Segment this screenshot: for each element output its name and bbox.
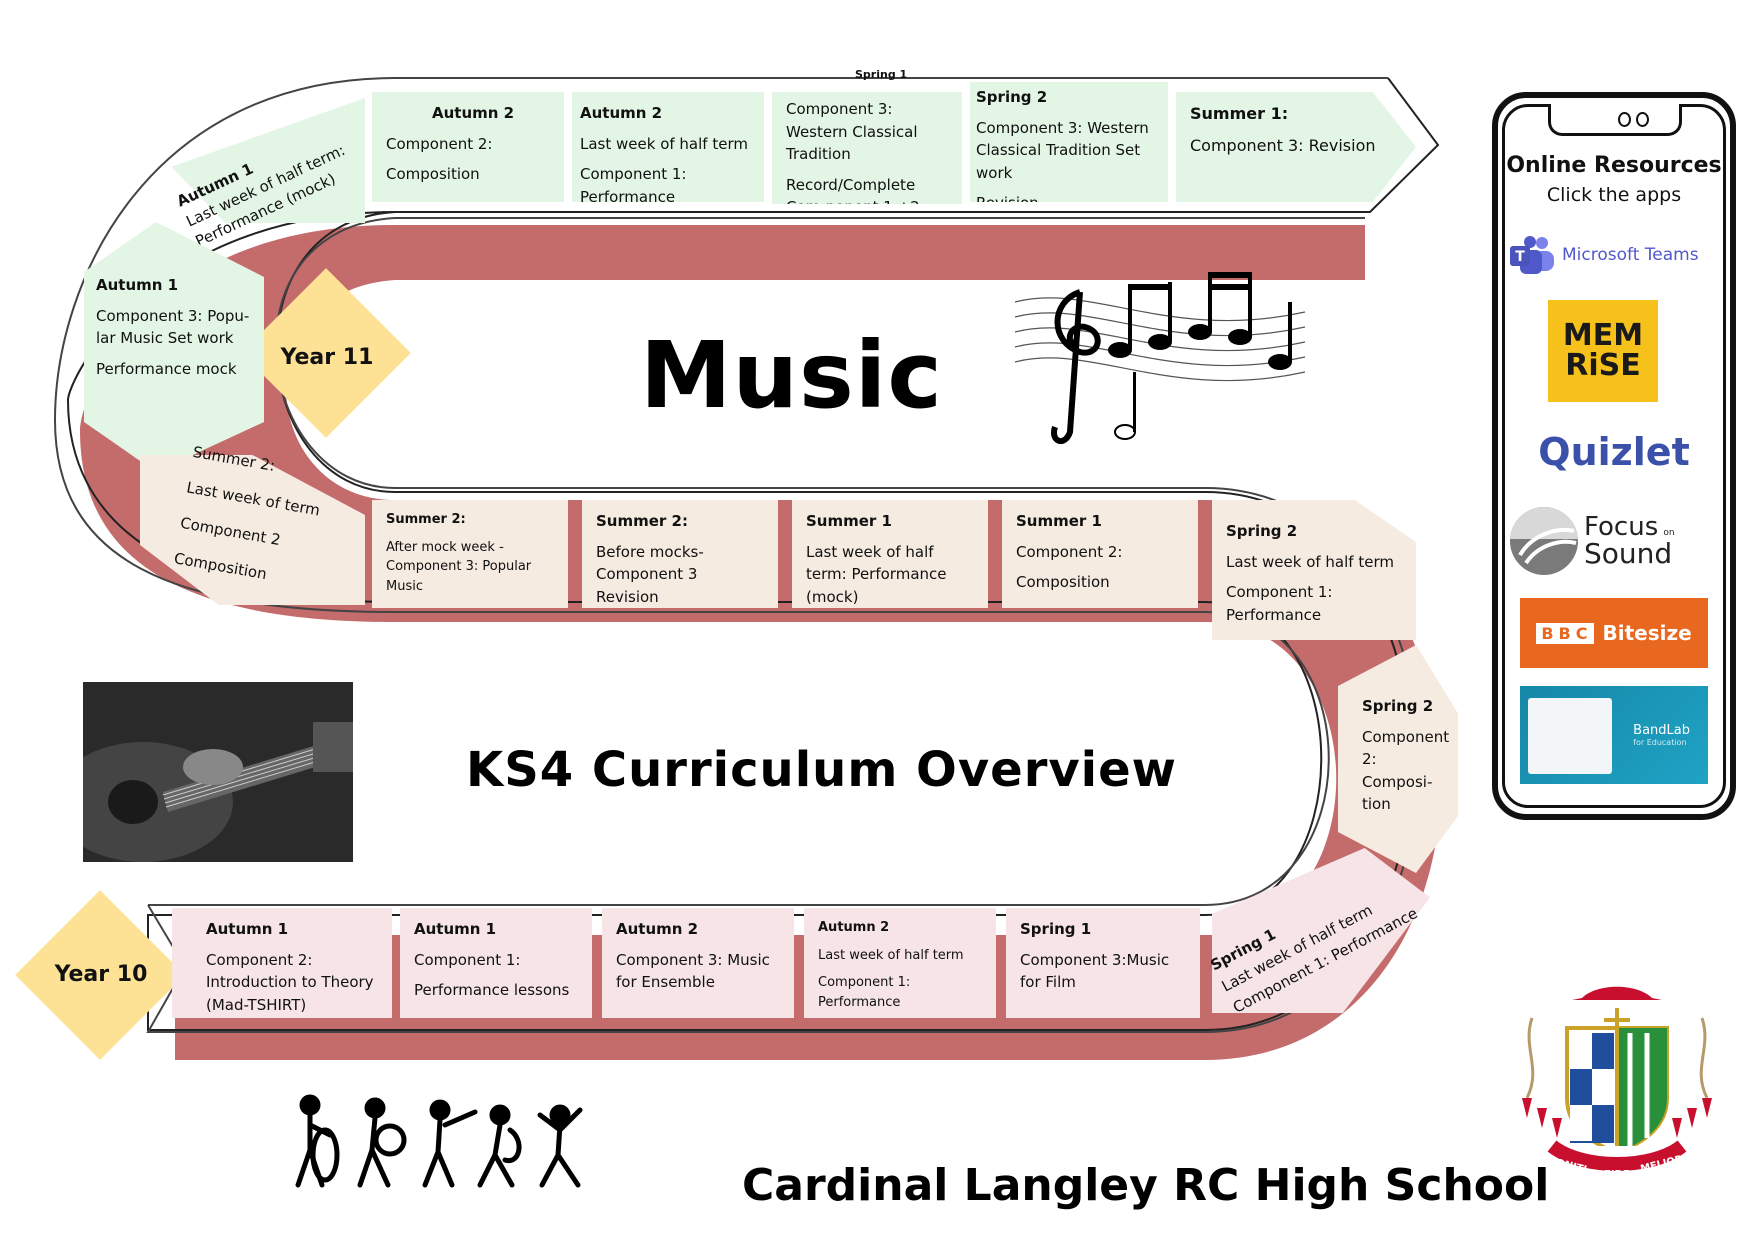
cell-heading: Autumn 1 xyxy=(96,276,179,294)
cell-mid-3: Summer 1 Last week of half term: Perform… xyxy=(792,500,988,608)
bandlab-label: BandLab xyxy=(1633,723,1690,738)
cell-text: Performance mock xyxy=(96,359,237,378)
online-resources-heading: Online Resources xyxy=(1506,153,1722,178)
focus-on-label: on xyxy=(1663,528,1675,538)
year10-label: Year 10 xyxy=(54,962,148,987)
cell-y10-1: Autumn 1 Component 2: Introduction to Th… xyxy=(172,908,392,1018)
bitesize-label: Bitesize xyxy=(1602,621,1692,645)
cell-y11-autumn2-a: Autumn 2 Component 2: Composition xyxy=(372,92,564,202)
bandlab-sub-label: for Education xyxy=(1633,738,1687,747)
cell-heading: Summer 2: xyxy=(386,512,466,527)
cell-y10-5: Spring 1 Component 3:Music for Film xyxy=(1006,908,1200,1018)
cell-heading: Summer 1: xyxy=(1190,104,1289,123)
y11-spring1-heading: Spring 1 xyxy=(855,68,908,81)
bandlab-app-button[interactable]: BandLab for Education xyxy=(1520,686,1708,784)
memrise-label-1: MEM xyxy=(1562,318,1644,353)
camera-icon xyxy=(1636,112,1649,127)
teams-label: Microsoft Teams xyxy=(1562,245,1699,265)
cell-heading: Summer 2: xyxy=(596,512,688,530)
cell-mid-1: Summer 2: After mock week -Component 3: … xyxy=(372,500,568,608)
focus-on-sound-icon xyxy=(1510,507,1578,575)
cell-heading: Summer 1 xyxy=(1016,512,1102,530)
teams-app-button[interactable]: T Microsoft Teams xyxy=(1508,232,1720,278)
cell-text: Component 1: Performance xyxy=(580,165,687,202)
cell-y11-autumn1-left: Autumn 1 Component 3: Popu-lar Music Set… xyxy=(84,222,264,472)
cell-text: Before mocks-Component 3 Revision xyxy=(596,542,704,606)
school-crest-image xyxy=(1522,986,1712,1171)
bandlab-text: BandLab for Education xyxy=(1633,723,1690,747)
cell-heading: Autumn 2 xyxy=(580,104,663,122)
cell-text: Component 2: Composi-tion xyxy=(1362,727,1450,814)
cell-text: Last week of half term: Performance (moc… xyxy=(806,542,947,606)
cell-heading: Autumn 2 xyxy=(616,920,699,938)
music-title: Music xyxy=(640,322,943,429)
cell-heading: Autumn 2 xyxy=(432,104,515,122)
teams-icon: T xyxy=(1510,236,1554,274)
cell-text: Component 3: Western Classical Tradition… xyxy=(976,118,1149,182)
cell-text: Component 1: xyxy=(414,950,521,969)
memrise-label-2: RiSE xyxy=(1565,348,1641,383)
bandlab-screenshot-thumbnail xyxy=(1528,698,1612,774)
cell-heading: Spring 1 xyxy=(1020,920,1092,938)
cell-heading: Autumn 2 xyxy=(818,920,890,935)
phone-notch xyxy=(1548,104,1682,136)
cell-y10-4: Autumn 2 Last week of half term Componen… xyxy=(804,908,996,1018)
svg-text:T: T xyxy=(1515,249,1525,265)
music-notes-image xyxy=(1014,272,1306,444)
cell-text: Component 2: xyxy=(1016,542,1123,561)
cell-heading: Summer 1 xyxy=(806,512,892,530)
cell-text: Component 3: Revision xyxy=(1190,136,1376,155)
online-resources-subheading: Click the apps xyxy=(1546,184,1682,206)
cell-text: Component 1: Performance xyxy=(818,975,911,1010)
focus-label: Focus xyxy=(1584,512,1659,542)
cell-heading: Autumn 1 xyxy=(206,920,289,938)
cell-y11-spring2: Spring 2 Component 3: Western Classical … xyxy=(970,82,1168,202)
crest-motto-2: FIDE xyxy=(1604,1169,1630,1180)
cell-text: Performance lessons xyxy=(414,981,570,999)
cell-heading: Autumn 1 xyxy=(414,920,497,938)
cell-text: After mock week -Component 3: Popular Mu… xyxy=(386,539,532,594)
cell-heading: Spring 2 xyxy=(1226,522,1298,540)
cell-text: Component 3: Popu-lar Music Set work xyxy=(96,306,250,348)
focus-on-sound-text: Focus on Sound xyxy=(1584,514,1675,568)
cell-y11-spring1: Component 3: Western Classical Tradition… xyxy=(772,92,962,204)
bbc-logo-icon: BBC xyxy=(1536,622,1595,644)
sound-label: Sound xyxy=(1584,537,1673,570)
camera-icon xyxy=(1618,112,1631,127)
focus-on-sound-app-button[interactable]: Focus on Sound xyxy=(1508,502,1720,580)
cell-text: Component 2: xyxy=(386,134,493,153)
quizlet-app-button[interactable]: Quizlet xyxy=(1508,424,1720,480)
cell-text: Composition xyxy=(386,165,480,183)
cell-text: Last week of half term xyxy=(1226,552,1394,571)
cell-text: Composition xyxy=(1016,573,1110,591)
cell-text: Last week of half term xyxy=(818,947,964,963)
cell-heading: Spring 2 xyxy=(976,88,1048,106)
guitar-photo xyxy=(83,682,353,862)
cell-text: Record/Complete Com-ponent 1 +2 xyxy=(786,175,920,205)
cell-y11-autumn2-b: Autumn 2 Last week of half term Componen… xyxy=(572,92,764,202)
overview-title: KS4 Curriculum Overview xyxy=(466,742,1178,798)
school-name: Cardinal Langley RC High School xyxy=(742,1160,1550,1211)
cell-y11-summer1: Summer 1: Component 3: Revision xyxy=(1176,92,1416,202)
cell-text: Revision xyxy=(976,192,1164,202)
cell-y10-3: Autumn 2 Component 3: Music for Ensemble xyxy=(602,908,794,1018)
cell-heading: Spring 2 xyxy=(1362,697,1434,715)
musicians-image xyxy=(295,1094,583,1188)
cell-text: Last week of half term xyxy=(580,134,748,153)
cell-curve-right-1: Spring 2 Component 2: Composi-tion xyxy=(1338,645,1458,873)
cell-text: Component 1: Performance xyxy=(1226,583,1333,624)
cell-mid-2: Summer 2: Before mocks-Component 3 Revis… xyxy=(582,500,778,608)
cell-text: Component 3: Music for Ensemble xyxy=(616,950,770,992)
memrise-app-button[interactable]: MEM RiSE xyxy=(1548,300,1658,402)
cell-y10-2: Autumn 1 Component 1: Performance lesson… xyxy=(400,908,592,1018)
quizlet-label: Quizlet xyxy=(1538,430,1690,474)
cell-text: Component 2: Introduction to Theory (Mad… xyxy=(206,950,374,1014)
year11-label: Year 11 xyxy=(280,345,374,370)
cell-mid-5: Spring 2 Last week of half term Componen… xyxy=(1212,500,1416,640)
bbc-bitesize-app-button[interactable]: BBC Bitesize xyxy=(1520,598,1708,668)
cell-mid-4: Summer 1 Component 2: Composition xyxy=(1002,500,1198,608)
cell-text: Component 3:Music for Film xyxy=(1020,950,1170,992)
cell-text: Component 3: Western Classical Tradition xyxy=(786,100,918,163)
